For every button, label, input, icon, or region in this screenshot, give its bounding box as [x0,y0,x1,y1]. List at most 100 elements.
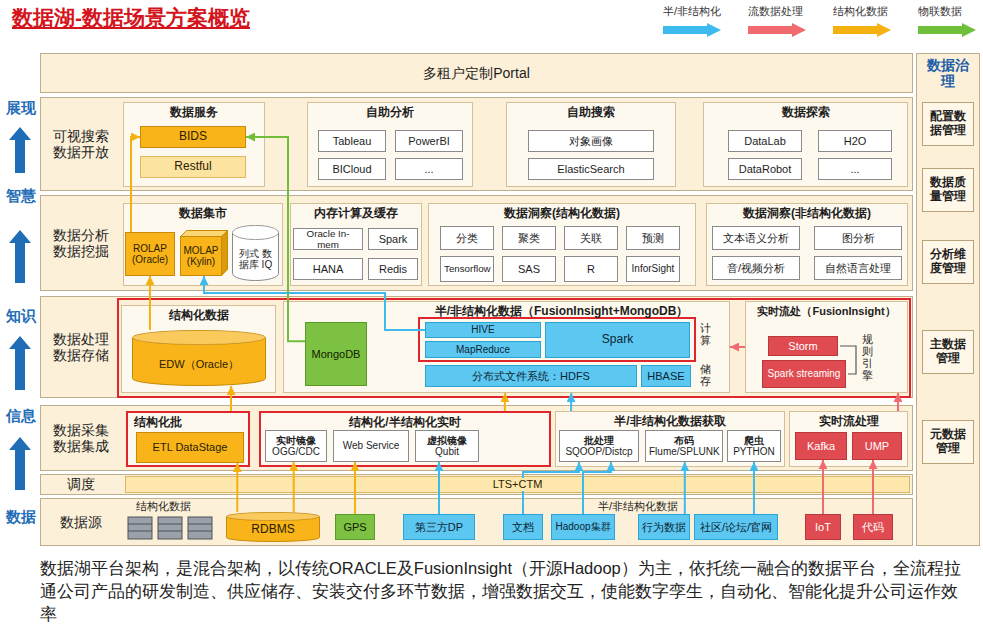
process-box: 代码 [853,514,893,540]
box-label: 布码 [649,435,719,447]
heading: 自助搜索 [511,106,671,120]
box-label: Storm [772,340,834,353]
process-box: PowerBI [395,130,463,152]
process-box: Tableau [318,130,386,152]
box-label: 预测 [630,232,676,245]
heading: 数据集市 [128,207,278,221]
text-holder: Tensorflow [441,257,493,281]
box-label: 第三方DP [407,521,471,534]
legend-arrow [833,23,891,37]
process-box: DataLab [728,130,802,152]
text-holder: Hadoop集群 [552,515,614,539]
connector [897,393,899,411]
text-holder: HBASE [642,366,690,386]
process-box: Restful [140,156,246,178]
box-label: ROLAP (Oracle) [129,243,171,266]
text-holder: 数据洞察(非结构化数据) [707,207,907,221]
box-label: 多租户定制Portal [44,65,909,81]
heading: 内存计算及缓存 [295,207,417,221]
text-holder: 数据采集 数据集成 [41,406,121,470]
connector [583,462,611,514]
heading: 数据处理 数据存储 [47,331,115,363]
text-holder: Restful [141,157,245,177]
text-holder: Tableau [319,131,385,151]
text-holder: 自然语言处理 [815,257,901,279]
connector [730,346,745,348]
process-box: BICloud [318,158,386,180]
text-holder: IoT [806,515,840,539]
annotation: 计算 [700,322,711,346]
legend-text: 物联数据 [918,5,976,18]
text-holder: 批处理SQOOP/Distcp [560,431,638,461]
cube-front [181,237,222,276]
group-box: TableauPowerBIBICloud...自助分析 [307,102,473,187]
text-holder: 虚拟镜像Qubit [416,431,478,461]
heading: 可视搜索 数据开放 [47,128,115,160]
text-holder: 聚类 [503,227,555,249]
box-label: Redis [372,263,414,276]
database-cylinder: RDBMS [226,512,320,542]
box-label: 配置数据管理 [926,110,970,138]
box-label: ETL DataStage [140,441,240,454]
process-box: ElasticSearch [528,158,654,180]
box-label: Hadoop集群 [555,521,611,533]
box-label: PowerBI [399,135,459,148]
box-label: R [568,263,614,276]
box-label: ... [822,163,888,176]
highlight-frame [419,318,695,361]
box-label: HANA [297,263,359,276]
text-holder: 数据治理 [917,57,979,89]
text-holder: 分析维度管理 [923,241,973,283]
text-holder: DataRobot [729,159,801,179]
box-label: Flume/SPLUNK [649,446,719,458]
text-holder: 爬虫PYTHON [728,431,780,461]
legend-swatch [663,23,721,37]
box-label: BICloud [322,163,382,176]
axis-label: 信息 [6,407,36,424]
text-holder: 配置数据管理 [923,103,973,145]
text-holder: BICloud [319,159,385,179]
heading: 数据源 [47,514,115,530]
process-box: 文档 [503,514,543,540]
box-label: SAS [506,263,552,276]
process-box: 音/视频分析 [712,256,800,280]
box-label: MapReduce [429,344,537,356]
legend-text: 半/非结构化 [663,5,721,18]
process-box: 自然语言处理 [814,256,902,280]
process-box: 元数据管理 [922,420,974,464]
group-box: BIDSRestful数据服务 [123,102,265,187]
text-holder: 分布式文件系统：HDFS [426,366,636,386]
process-box: Spark [368,228,418,250]
text-holder: InforSight [627,257,679,281]
box-label: OGG/CDC [269,446,323,458]
box-label: 文档 [507,521,539,534]
box-label: GPS [339,521,371,534]
process-box: Web Service [333,430,409,462]
process-box: 对象画像 [528,130,654,152]
box-label: 数据质量管理 [926,176,970,204]
text-holder: 主数据管理 [923,331,973,373]
process-box: Storm [768,336,838,356]
process-box: 布码Flume/SPLUNK [645,430,723,462]
up-arrow [9,437,31,490]
up-arrow [9,230,31,283]
heading: 半/非结构化数据（FusionInsight+MongoDB） [398,305,725,319]
box-label: ElasticSearch [532,163,650,176]
axis-label: 数据 [6,508,36,525]
heading: 自助分析 [312,106,468,120]
text-holder: Storm [769,337,837,355]
text-holder: 实时镜像OGG/CDC [266,431,326,461]
text-holder: 数据探索 [704,106,907,120]
box-label: LTS+CTM [489,478,547,491]
group-box: EDW（Oracle）结构化数据 [121,305,276,393]
layer-band: LTS+CTM调度 [40,474,913,495]
text-holder: MapReduce [426,342,540,357]
axis-label: 知识 [6,307,36,324]
text-holder: Spark [546,323,689,357]
text-holder: PowerBI [396,131,462,151]
group-box: MongoDBHIVEMapReduceSpark分布式文件系统：HDFSHBA… [283,301,730,393]
connector [872,460,874,514]
legend-item: 半/非结构化 [663,5,721,37]
process-box: H2O [818,130,892,152]
